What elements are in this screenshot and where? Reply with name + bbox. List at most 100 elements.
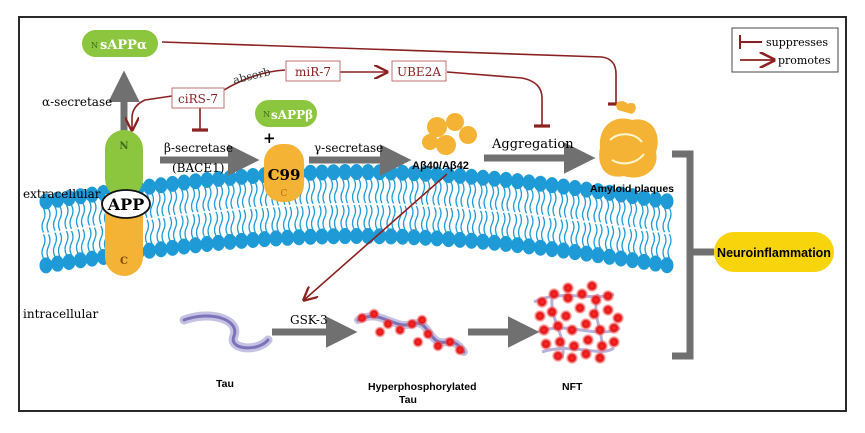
lipid-head — [154, 177, 168, 194]
lipid-head — [85, 186, 99, 203]
lipid-head — [350, 164, 363, 181]
gsk3-label: GSK-3 — [290, 313, 328, 327]
lipid-head — [74, 252, 87, 269]
lipid-head — [511, 237, 524, 254]
lipid-head — [626, 252, 639, 269]
cirs7-label: ciRS-7 — [178, 92, 218, 106]
sappb-fragment: N sAPPβ — [255, 100, 317, 127]
lipid-head — [614, 186, 628, 203]
lipid-head — [154, 241, 168, 258]
hyper-label-line2: Tau — [399, 394, 417, 406]
lipid-head — [62, 189, 76, 206]
tau-label: Tau — [216, 378, 234, 390]
figure-frame: suppresses promotes N sAPPα α-secretase … — [18, 16, 847, 412]
lipid-head — [511, 173, 524, 190]
lipid-head — [51, 255, 64, 272]
legend-promotes: promotes — [778, 54, 831, 67]
lipid-head — [315, 228, 329, 245]
cirs7-box — [171, 87, 225, 109]
lipid-head — [568, 180, 582, 197]
lipid-head — [85, 250, 99, 267]
lipid-head — [281, 229, 294, 246]
svg-text:N: N — [119, 141, 128, 152]
neuroinflammation-label: Neuroinflammation — [717, 246, 831, 260]
absorb-label: absorb — [232, 65, 272, 87]
nft-label: NFT — [562, 381, 583, 393]
lipid-head — [269, 230, 283, 247]
hyper-label-line1: Hyperphosphorylated — [368, 381, 477, 393]
sappb-label: sAPPβ — [271, 108, 313, 122]
lipid-head — [545, 177, 559, 194]
cirs7-app-link — [132, 95, 173, 130]
lipid-head — [591, 183, 605, 200]
amyloid-label: Amyloid plaques — [590, 183, 674, 195]
lipid-head — [166, 175, 179, 192]
c99-label: C99 — [268, 166, 301, 184]
lipid-head — [499, 235, 513, 252]
nft-icon — [533, 280, 624, 364]
lipid-head — [580, 245, 593, 262]
lipid-head — [51, 191, 64, 208]
lipid-head — [476, 169, 490, 186]
lipid-head — [419, 165, 432, 182]
svg-text:N: N — [263, 110, 270, 119]
hyperphosphorylated-tau-icon — [354, 308, 468, 356]
lipid-head — [442, 167, 455, 184]
lipid-head — [39, 193, 53, 210]
lipid-head — [212, 170, 225, 187]
gamma-secretase-label: γ-secretase — [314, 141, 383, 155]
legend: suppresses promotes — [731, 27, 839, 73]
lipid-head — [327, 164, 340, 181]
lipid-head — [396, 164, 409, 181]
lipid-head — [143, 242, 156, 259]
lipid-head — [603, 184, 616, 201]
lipid-head — [499, 171, 513, 188]
lipid-head — [637, 253, 651, 270]
lipid-head — [522, 174, 536, 191]
lipid-head — [177, 238, 191, 255]
c99-fragment: C99 C — [264, 144, 304, 202]
lipid-head — [557, 178, 570, 195]
lipid-head — [200, 172, 214, 189]
neuroinflammation-bracket — [672, 150, 694, 360]
plus-sign: + — [263, 129, 276, 147]
lipid-head — [476, 233, 490, 250]
neuroinflammation-badge: Neuroinflammation — [714, 232, 834, 272]
abeta-gsk3-promote — [304, 173, 448, 300]
cirs7-absorb — [223, 69, 286, 91]
lipid-head — [62, 253, 76, 270]
regulation-arrows — [132, 41, 624, 300]
svg-text:C: C — [120, 256, 128, 267]
lipid-head — [350, 228, 363, 245]
lipid-head — [74, 188, 87, 205]
svg-text:N: N — [91, 41, 98, 50]
lipid-head — [557, 242, 570, 259]
ube2a-label: UBE2A — [397, 65, 441, 79]
extracellular-label: extracellular — [23, 187, 101, 201]
alpha-secretase-label: α-secretase — [42, 95, 112, 109]
process-arrows — [108, 70, 596, 348]
lipid-head — [246, 231, 260, 248]
lipid-head — [384, 164, 398, 181]
lipid-head — [361, 228, 375, 245]
lipid-head — [327, 228, 340, 245]
intracellular-label: intracellular — [23, 307, 98, 321]
lipid-head — [177, 174, 191, 191]
lipid-head — [396, 228, 409, 245]
lipid-head — [223, 169, 237, 186]
beta-secretase-label: β-secretase — [164, 141, 233, 155]
lipid-head — [166, 239, 179, 256]
lipid-head — [626, 188, 639, 205]
lipid-head — [200, 236, 214, 253]
lipid-head — [614, 250, 628, 267]
lipid-head — [246, 167, 260, 184]
lipid-head — [453, 231, 467, 248]
lipid-head — [39, 257, 53, 274]
abeta-label: Aβ40/Aβ42 — [412, 160, 469, 172]
lipid-head — [545, 241, 559, 258]
svg-text:C: C — [281, 189, 288, 199]
lipid-head — [304, 164, 317, 181]
lipid-head — [235, 232, 248, 249]
lipid-head — [373, 164, 386, 181]
lipid-head — [235, 168, 248, 185]
